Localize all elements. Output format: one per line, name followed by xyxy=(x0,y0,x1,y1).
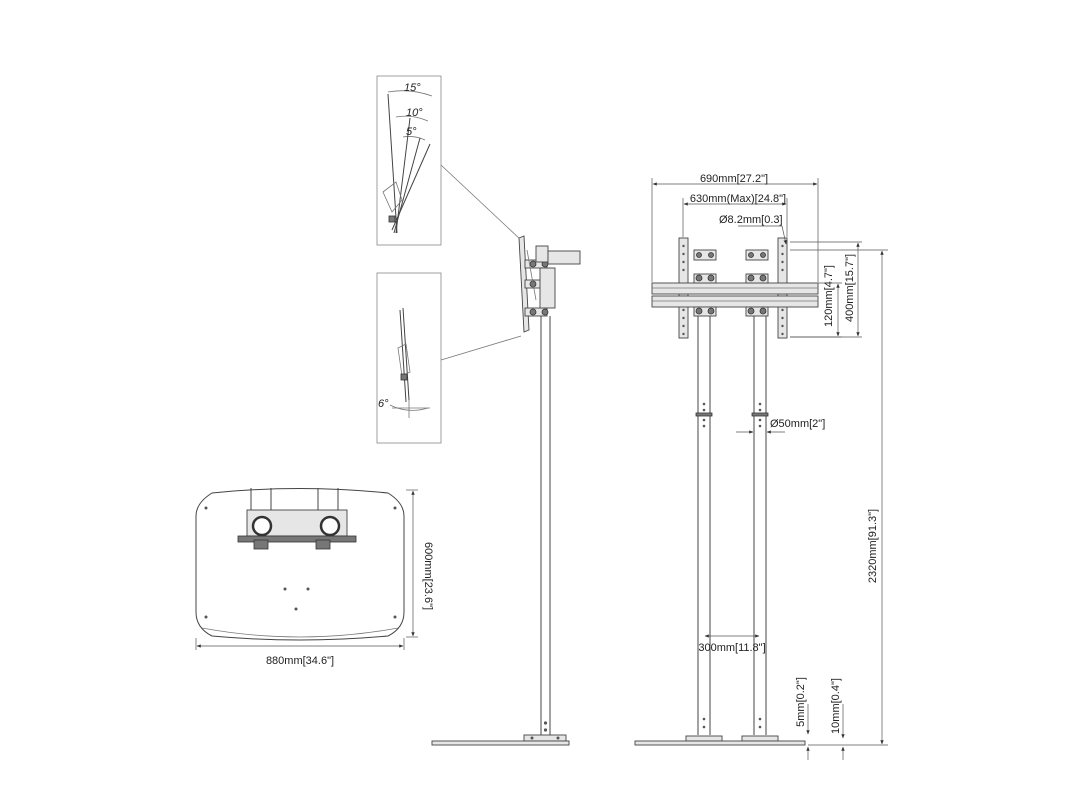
foot-gap-label: 5mm[0.2"] xyxy=(795,677,807,727)
tilt-angle-15: 15° xyxy=(404,82,421,94)
bottom-angle-6: 6° xyxy=(378,398,389,410)
base-width-label: 880mm[34.6"] xyxy=(266,655,334,667)
pole-spacing-dimension: 300mm[11.8"] xyxy=(698,634,766,654)
tilt-detail-box: 15° 10° 5° xyxy=(376,75,442,246)
max-vesa-height-dimension: 400mm[15.7"] xyxy=(790,241,862,338)
total-height-dimension: 2320mm[91.3"] xyxy=(790,249,888,746)
rail-spacing-label: 120mm[4.7"] xyxy=(823,265,835,327)
angle-detail-box: 6° xyxy=(376,272,442,444)
base-depth-label: 600mm[23.6"] xyxy=(422,542,434,610)
tilt-angle-5: 5° xyxy=(406,126,417,138)
tilt-angle-10: 10° xyxy=(406,107,423,119)
hole-diameter-label: Ø8.2mm[0.3] xyxy=(719,214,783,226)
callout-line-bottom xyxy=(440,335,522,361)
total-height-label: 2320mm[91.3"] xyxy=(867,509,879,583)
plate-thickness-dimension: 10mm[0.4"] xyxy=(830,678,845,760)
base-depth-dimension: 600mm[23.6"] xyxy=(406,489,434,638)
front-view-stand xyxy=(634,237,819,746)
base-plate-view xyxy=(195,488,405,641)
max-vesa-width-label: 630mm(Max)[24.8"] xyxy=(690,193,786,205)
pole-diameter-dimension: Ø50mm[2"] xyxy=(736,418,825,434)
overall-width-dimension: 690mm[27.2"] xyxy=(651,173,819,282)
max-vesa-height-label: 400mm[15.7"] xyxy=(844,254,856,322)
plate-thickness-label: 10mm[0.4"] xyxy=(830,678,842,734)
max-vesa-width-dimension: 630mm(Max)[24.8"] xyxy=(682,193,788,237)
side-view-stand xyxy=(431,235,581,746)
pole-diameter-label: Ø50mm[2"] xyxy=(770,418,825,430)
callout-line-top xyxy=(440,164,522,241)
pole-spacing-label: 300mm[11.8"] xyxy=(698,642,765,654)
overall-width-label: 690mm[27.2"] xyxy=(700,173,768,185)
base-width-dimension: 880mm[34.6"] xyxy=(195,638,405,667)
foot-gap-dimension: 5mm[0.2"] xyxy=(795,677,810,760)
hole-diameter-callout: Ø8.2mm[0.3] xyxy=(719,214,787,245)
